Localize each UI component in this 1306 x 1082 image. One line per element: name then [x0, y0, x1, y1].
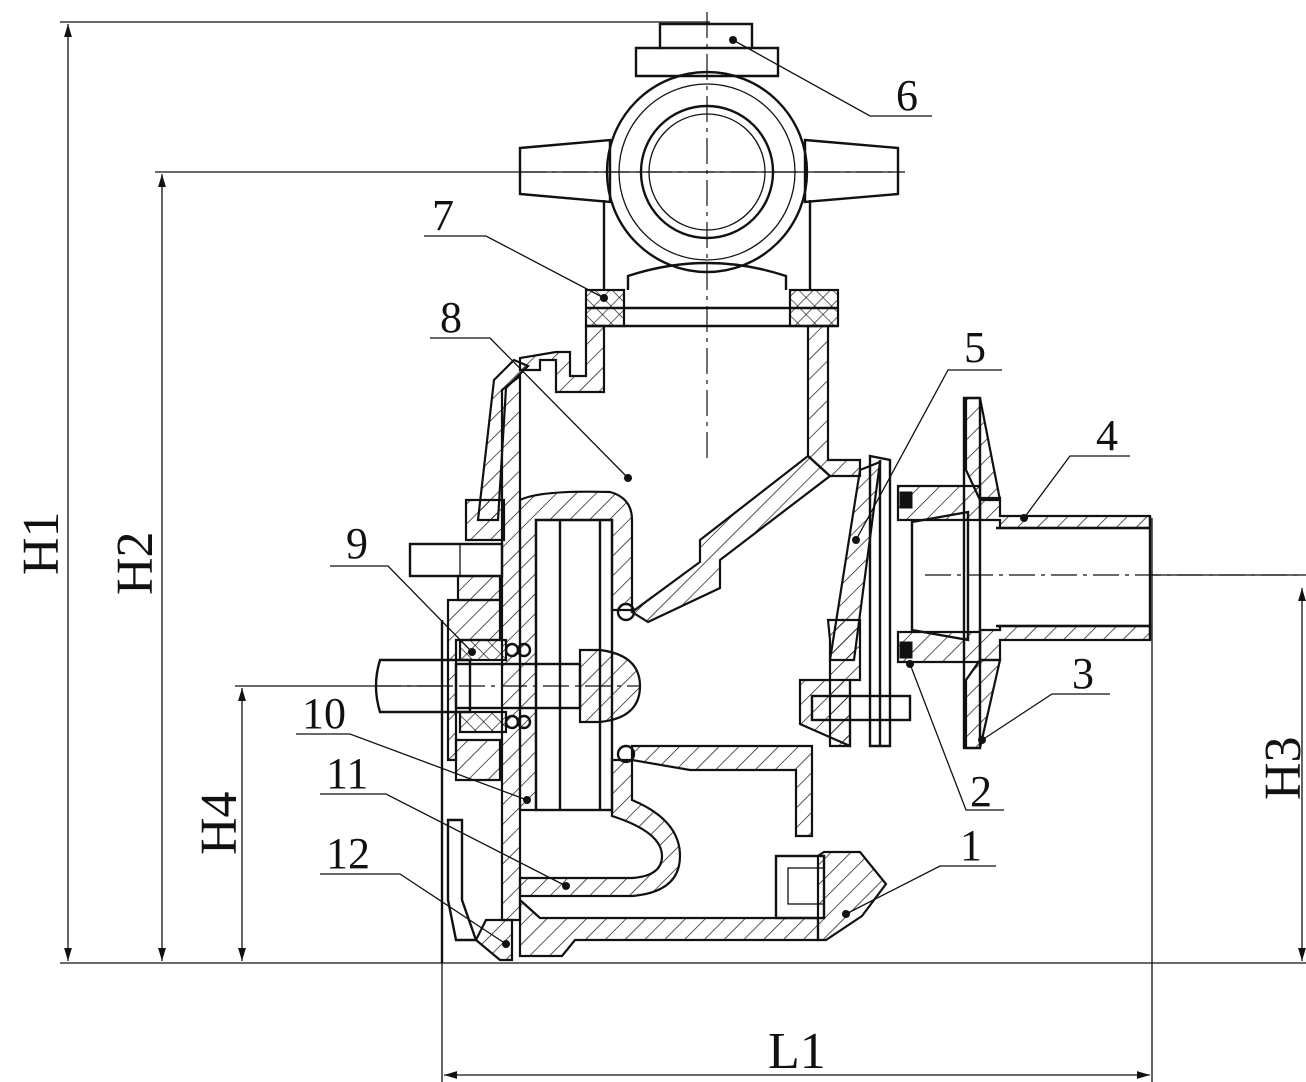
part-label-12: 12 — [326, 829, 370, 878]
part-label-10: 10 — [302, 689, 346, 738]
pump-body — [440, 324, 912, 963]
outlet-flange-assembly — [896, 396, 1152, 750]
check-valve-flap — [828, 454, 892, 748]
dimension-h1-label: H1 — [13, 511, 70, 575]
shaft-seal-assembly — [374, 542, 582, 782]
inlet-cap-assembly — [518, 22, 900, 290]
part-label-3: 3 — [1072, 649, 1094, 698]
part-label-5: 5 — [964, 323, 986, 372]
part-label-1: 1 — [960, 821, 982, 870]
part-label-6: 6 — [896, 71, 918, 120]
dimension-labels: H1 H2 H4 H3 L1 — [13, 511, 1306, 1080]
part-label-8: 8 — [440, 293, 462, 342]
part-labels: 6 7 8 5 4 9 3 10 2 11 1 12 — [302, 71, 1118, 878]
impeller-assembly — [518, 490, 682, 898]
gasket-flange — [584, 288, 840, 328]
dimension-lines — [60, 21, 1306, 1082]
o-ring-seal — [899, 491, 913, 509]
dimension-h2-label: H2 — [107, 531, 164, 595]
part-leaders — [296, 36, 1130, 948]
part-label-7: 7 — [432, 191, 454, 240]
dimension-l1-label: L1 — [768, 1023, 826, 1080]
part-label-4: 4 — [1096, 411, 1118, 460]
part-label-9: 9 — [346, 519, 368, 568]
dimension-h4-label: H4 — [191, 791, 248, 855]
dimension-h3-label: H3 — [1255, 736, 1306, 800]
part-label-2: 2 — [970, 767, 992, 816]
part-label-11: 11 — [326, 749, 368, 798]
